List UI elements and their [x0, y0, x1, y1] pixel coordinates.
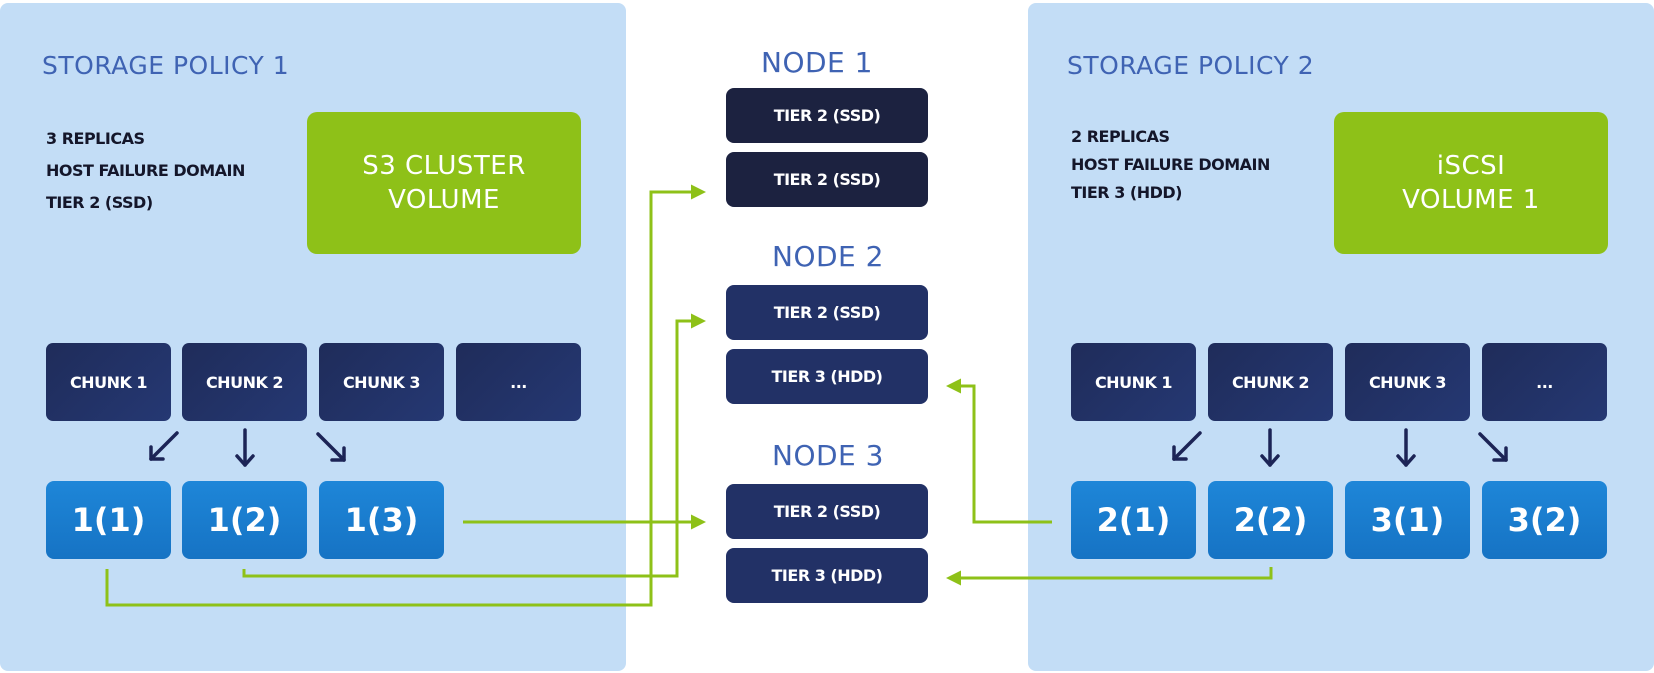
storage-policy-2-panel: STORAGE POLICY 2 2 REPLICAS HOST FAILURE… — [1028, 3, 1654, 671]
policy-2-properties: 2 REPLICAS HOST FAILURE DOMAIN TIER 3 (H… — [1071, 127, 1270, 211]
arrow-down-left-icon — [1172, 431, 1202, 461]
connector-2-2-to-node-3 — [946, 567, 1273, 586]
policy-2-replica-2-1: 2(1) — [1071, 481, 1196, 559]
arrow-down-icon — [235, 428, 255, 467]
policy-1-replicas: 3 REPLICAS — [46, 129, 145, 148]
arrow-down-left-icon — [149, 431, 179, 461]
arrow-down-right-icon — [1478, 432, 1508, 462]
arrow-down-icon — [1396, 428, 1416, 467]
arrow-down-icon — [1260, 428, 1280, 467]
node-3-title: NODE 3 — [772, 439, 884, 472]
policy-1-chunk-1: CHUNK 1 — [46, 343, 171, 421]
s3-cluster-volume-box: S3 CLUSTER VOLUME — [307, 112, 581, 254]
node-3-tier-a: TIER 2 (SSD) — [726, 484, 928, 539]
policy-2-replicas: 2 REPLICAS — [1071, 127, 1170, 146]
policy-1-chunk-more: ... — [456, 343, 581, 421]
policy-2-chunk-more: ... — [1482, 343, 1607, 421]
policy-2-title: STORAGE POLICY 2 — [1067, 51, 1315, 80]
node-1-tier-a: TIER 2 (SSD) — [726, 88, 928, 143]
policy-1-replica-1-1: 1(1) — [46, 481, 171, 559]
policy-2-tier: TIER 3 (HDD) — [1071, 183, 1182, 202]
volume-2-line-1: iSCSI — [1436, 151, 1506, 181]
policy-2-replica-2-2: 2(2) — [1208, 481, 1333, 559]
policy-2-chunk-2: CHUNK 2 — [1208, 343, 1333, 421]
volume-1-line-2: VOLUME — [388, 185, 500, 215]
node-3-tier-b: TIER 3 (HDD) — [726, 548, 928, 603]
volume-1-line-1: S3 CLUSTER — [362, 151, 526, 181]
connector-1-2-to-node-2 — [242, 313, 706, 578]
policy-2-failure-domain: HOST FAILURE DOMAIN — [1071, 155, 1270, 174]
policy-2-replica-3-1: 3(1) — [1345, 481, 1470, 559]
policy-1-replica-1-3: 1(3) — [319, 481, 444, 559]
node-2-title: NODE 2 — [772, 240, 884, 273]
arrow-down-right-icon — [316, 432, 346, 462]
node-2-tier-a: TIER 2 (SSD) — [726, 285, 928, 340]
volume-2-line-2: VOLUME 1 — [1402, 185, 1540, 215]
policy-1-replica-1-2: 1(2) — [182, 481, 307, 559]
iscsi-volume-box: iSCSI VOLUME 1 — [1334, 112, 1608, 254]
node-1-tier-b: TIER 2 (SSD) — [726, 152, 928, 207]
policy-1-tier: TIER 2 (SSD) — [46, 193, 153, 212]
node-1-title: NODE 1 — [761, 46, 873, 79]
policy-1-title: STORAGE POLICY 1 — [42, 51, 290, 80]
policy-2-chunk-1: CHUNK 1 — [1071, 343, 1196, 421]
policy-1-chunk-3: CHUNK 3 — [319, 343, 444, 421]
storage-policy-1-panel: STORAGE POLICY 1 3 REPLICAS HOST FAILURE… — [0, 3, 626, 671]
node-2-tier-b: TIER 3 (HDD) — [726, 349, 928, 404]
policy-2-chunk-3: CHUNK 3 — [1345, 343, 1470, 421]
policy-1-chunk-2: CHUNK 2 — [182, 343, 307, 421]
connector-1-1-to-node-1 — [105, 184, 706, 607]
policy-2-replica-3-2: 3(2) — [1482, 481, 1607, 559]
policy-1-properties: 3 REPLICAS HOST FAILURE DOMAIN TIER 2 (S… — [46, 129, 245, 225]
policy-1-failure-domain: HOST FAILURE DOMAIN — [46, 161, 245, 180]
connector-2-1-to-node-2 — [946, 378, 1052, 524]
